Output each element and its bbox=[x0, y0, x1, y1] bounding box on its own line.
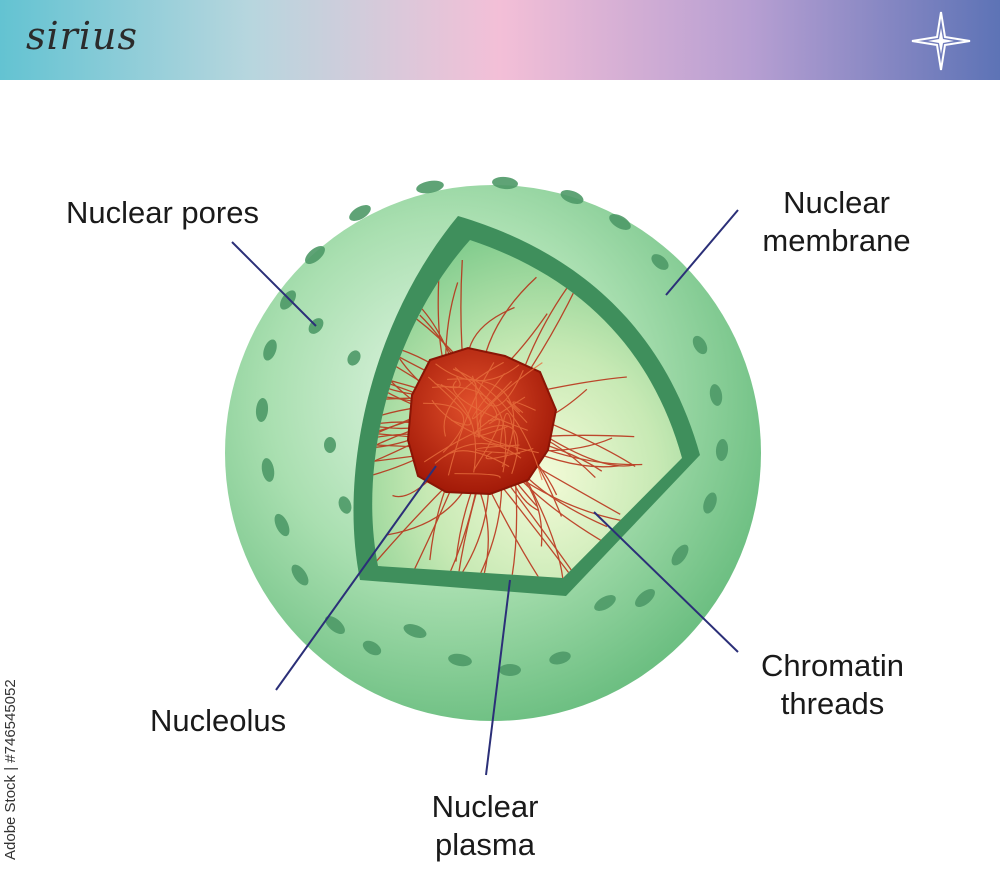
leader-line-chromatin bbox=[593, 511, 739, 653]
nuclear-pore bbox=[609, 214, 631, 230]
nuclear-pore bbox=[263, 339, 277, 361]
nucleolus-fiber bbox=[440, 383, 477, 473]
nucleolus-fiber bbox=[423, 425, 519, 474]
label-nuclear-plasma: Nuclear plasma bbox=[390, 788, 580, 864]
nuclear-pore bbox=[274, 513, 290, 537]
nucleolus-fiber bbox=[454, 367, 498, 422]
nucleolus-fiber bbox=[443, 361, 504, 437]
label-nucleolus: Nucleolus bbox=[150, 703, 287, 738]
nuclear-pore bbox=[703, 492, 717, 514]
nuclear-pore bbox=[594, 595, 616, 611]
nuclear-pore bbox=[255, 398, 269, 422]
nucleolus-fiber bbox=[454, 473, 501, 479]
label-chromatin-line2: threads bbox=[780, 686, 885, 721]
nucleolus-fiber bbox=[427, 376, 472, 426]
label-plasma-line1: Nuclear bbox=[431, 789, 539, 824]
nucleolus-fiber bbox=[432, 386, 507, 473]
nucleolus-fiber bbox=[475, 444, 521, 455]
label-nuclear-membrane-line2: membrane bbox=[762, 223, 911, 258]
nuclear-pore bbox=[362, 640, 382, 656]
nuclear-pore bbox=[324, 437, 336, 453]
leader-line-nucleolus bbox=[275, 465, 437, 691]
nuclear-pore bbox=[325, 616, 345, 634]
nucleolus-fiber bbox=[475, 382, 482, 438]
nucleolus-fiber bbox=[452, 380, 528, 431]
label-nuclear-membrane: Nuclear membrane bbox=[734, 184, 939, 260]
leader-line-membrane bbox=[665, 209, 739, 296]
nuclear-pore bbox=[347, 350, 361, 366]
nuclear-pore bbox=[499, 664, 521, 676]
nuclear-pore bbox=[280, 290, 296, 310]
nuclear-pore bbox=[291, 564, 309, 586]
nucleolus-fiber bbox=[434, 442, 522, 464]
nuclear-pore bbox=[492, 176, 518, 190]
stock-watermark: Adobe Stock | #746545052 bbox=[2, 679, 19, 860]
nucleolus-fiber bbox=[512, 401, 536, 414]
nucleolus-fiber bbox=[423, 402, 464, 453]
nucleolus-fiber bbox=[471, 373, 513, 420]
sparkle-star-icon bbox=[911, 11, 971, 71]
nucleolus-fiber bbox=[434, 376, 461, 389]
header-banner: sirius bbox=[0, 0, 1000, 80]
nucleolus-fiber bbox=[506, 399, 528, 423]
nucleolus-fiber bbox=[452, 368, 543, 481]
nuclear-pore bbox=[349, 205, 371, 221]
nuclear-pore bbox=[416, 180, 444, 194]
label-chromatin-threads: Chromatin threads bbox=[740, 647, 925, 723]
nuclear-pore bbox=[692, 335, 708, 355]
nucleolus-fiber bbox=[435, 363, 520, 382]
label-plasma-line2: plasma bbox=[435, 827, 535, 862]
label-nuclear-pores: Nuclear pores bbox=[66, 195, 259, 230]
nucleolus-fiber bbox=[431, 399, 539, 454]
label-nuclear-membrane-line1: Nuclear bbox=[783, 185, 890, 220]
nuclear-pore bbox=[305, 246, 325, 264]
nuclear-pore bbox=[261, 458, 275, 482]
nuclear-pore bbox=[715, 439, 729, 461]
nucleolus-fiber bbox=[485, 447, 534, 460]
leader-lines bbox=[231, 209, 739, 776]
nuclear-pore bbox=[560, 190, 584, 204]
nuclear-pore bbox=[448, 653, 472, 667]
label-chromatin-line1: Chromatin bbox=[761, 648, 904, 683]
nucleolus bbox=[406, 346, 558, 496]
nuclear-pore bbox=[635, 589, 655, 607]
nucleolus-fiber bbox=[499, 412, 518, 451]
brand-logo: sirius bbox=[26, 14, 138, 58]
leader-line-plasma bbox=[485, 579, 511, 776]
nuclear-pore bbox=[651, 254, 669, 270]
nuclear-pore bbox=[403, 624, 427, 638]
nuclear-pore bbox=[338, 496, 352, 514]
nuclear-pore bbox=[549, 651, 571, 665]
nuclear-pore bbox=[671, 544, 689, 566]
leader-line-pores bbox=[231, 241, 317, 327]
nuclear-pore bbox=[709, 384, 723, 406]
